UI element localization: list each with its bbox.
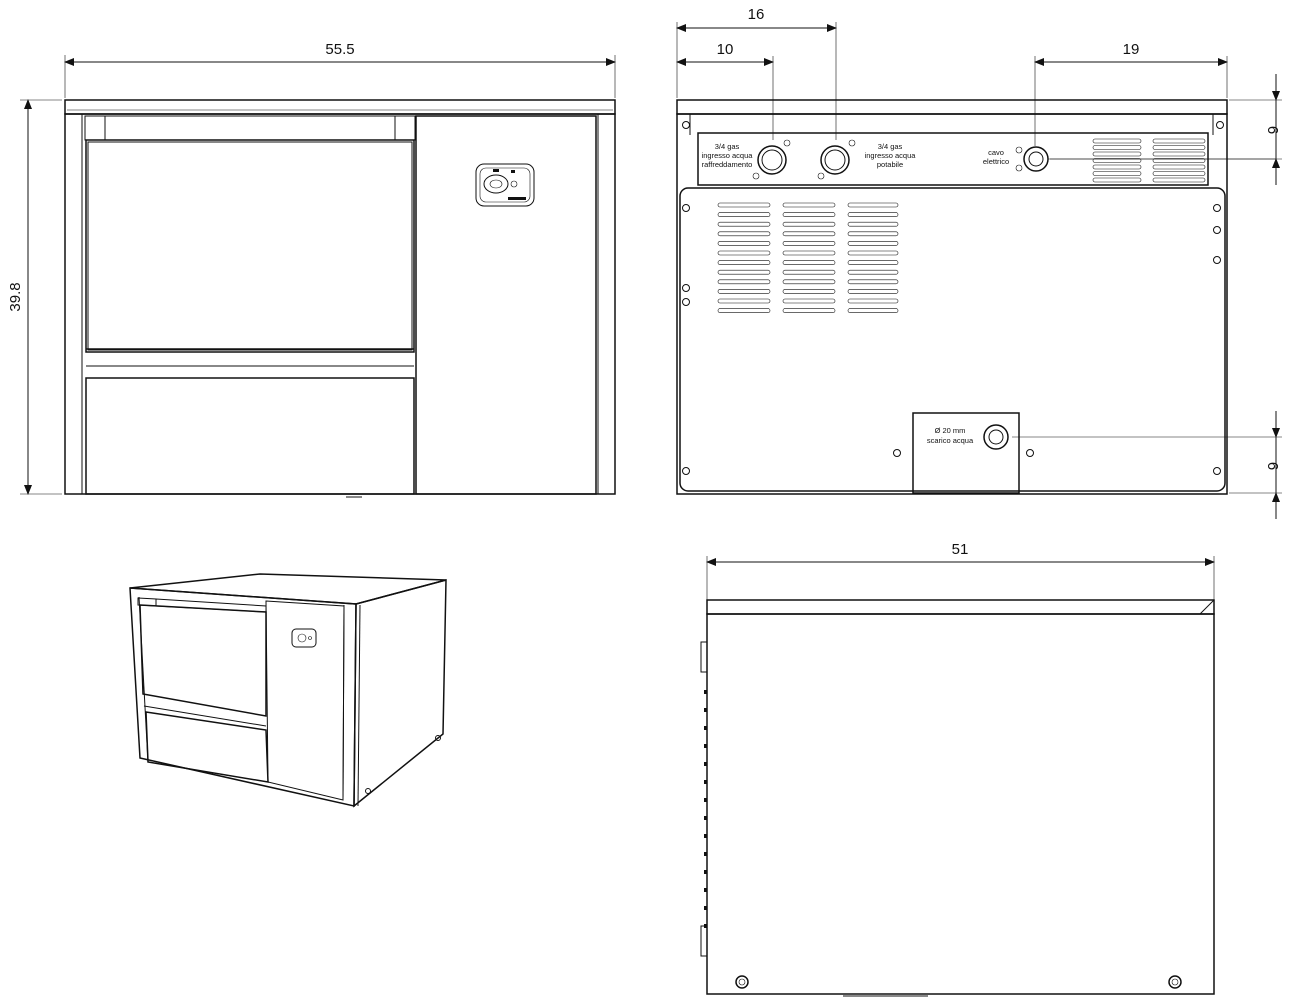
rivet [704, 798, 707, 802]
label-potable-inlet-1: 3/4 gas [878, 142, 903, 151]
rivet [704, 744, 707, 748]
label-drain-1: Ø 20 mm [935, 426, 966, 435]
dim-width-front: 55.5 [325, 41, 354, 58]
fitting-icon [752, 139, 791, 180]
vent-slot [1152, 164, 1206, 170]
front-view: 55.5 39.8 [7, 41, 616, 498]
vent-slot [717, 212, 771, 217]
control-panel-icon [291, 628, 317, 648]
rivet [704, 816, 707, 820]
rivet [704, 834, 707, 838]
rivet [704, 690, 707, 694]
screw-icon [682, 121, 1224, 475]
vent-slot [717, 298, 771, 304]
rivet [704, 852, 707, 856]
label-potable-inlet-3: potabile [877, 160, 903, 169]
vent-slot [717, 221, 771, 227]
vent-slot [782, 279, 836, 285]
vent-slot [1152, 177, 1206, 183]
vent-slot [847, 260, 899, 265]
vent-slot [847, 231, 899, 237]
vent-slot [782, 308, 836, 313]
vent-slot [717, 250, 771, 256]
vent-slot [717, 260, 771, 265]
vent-slot [1152, 151, 1206, 157]
vent-slot [717, 202, 771, 208]
dim-rear-10: 10 [717, 41, 734, 58]
vent-slot [847, 289, 899, 294]
side-view: 51 [700, 541, 1215, 997]
fitting-icon [817, 139, 856, 180]
vent-slot [717, 308, 771, 313]
vent-slot [847, 279, 899, 285]
rivet [704, 870, 707, 874]
dim-side-depth: 51 [952, 541, 969, 558]
dim-height-front: 39.8 [7, 282, 24, 311]
vent-slot [717, 289, 771, 294]
vent-slot [1092, 158, 1142, 163]
control-panel-icon [475, 163, 535, 207]
vent-slot [782, 241, 836, 246]
side-edge-rivets [704, 690, 707, 928]
rivet [704, 780, 707, 784]
vent-slot [1092, 171, 1142, 176]
label-cable-2: elettrico [983, 157, 1009, 166]
isometric-view [129, 573, 447, 808]
label-drain-2: scarico acqua [927, 436, 974, 445]
rear-view: 16 10 19 6 6 [676, 6, 1282, 519]
vent-slot [782, 260, 836, 265]
vent-slot [1092, 145, 1142, 150]
vent-slot [847, 298, 899, 304]
vent-slot [1152, 171, 1206, 176]
vent-slot [1092, 177, 1142, 183]
label-cooling-inlet-3: raffreddamento [702, 160, 753, 169]
vent-slot [782, 231, 836, 237]
fitting-icon [1015, 146, 1049, 172]
dim-rear-19: 19 [1123, 41, 1140, 58]
vent-slot [1092, 138, 1142, 144]
vent-slot [847, 269, 899, 275]
label-potable-inlet-2: ingresso acqua [865, 151, 917, 160]
rivet [704, 708, 707, 712]
dim-rear-top-6: 6 [1264, 126, 1281, 134]
label-cooling-inlet-2: ingresso acqua [702, 151, 754, 160]
dim-rear-16: 16 [748, 6, 765, 23]
rivet [704, 888, 707, 892]
vent-slot [847, 212, 899, 217]
vent-slot [717, 241, 771, 246]
label-cable-1: cavo [988, 148, 1004, 157]
vent-slot [1152, 158, 1206, 163]
vent-slot [847, 241, 899, 246]
vent-strip [1092, 138, 1206, 183]
vent-slot [717, 279, 771, 285]
screw-icon [735, 975, 1182, 989]
vent-slot [782, 221, 836, 227]
vent-slot [1092, 151, 1142, 157]
vent-slot [782, 202, 836, 208]
rivet [704, 906, 707, 910]
vent-slot [782, 250, 836, 256]
vent-slot [847, 221, 899, 227]
fitting-icon [983, 424, 1009, 450]
vent-slot [717, 231, 771, 237]
vent-slot [782, 269, 836, 275]
vent-slot [782, 298, 836, 304]
vent-slot [847, 250, 899, 256]
vent-slot [847, 202, 899, 208]
rivet [704, 726, 707, 730]
vent-slot [1152, 138, 1206, 144]
dim-rear-bottom-6: 6 [1264, 462, 1281, 470]
vent-grille [717, 202, 899, 313]
vent-slot [1092, 164, 1142, 170]
rivet [704, 924, 707, 928]
vent-slot [1152, 145, 1206, 150]
label-cooling-inlet-1: 3/4 gas [715, 142, 740, 151]
vent-slot [847, 308, 899, 313]
rivet [704, 762, 707, 766]
vent-slot [717, 269, 771, 275]
vent-slot [782, 289, 836, 294]
vent-slot [782, 212, 836, 217]
